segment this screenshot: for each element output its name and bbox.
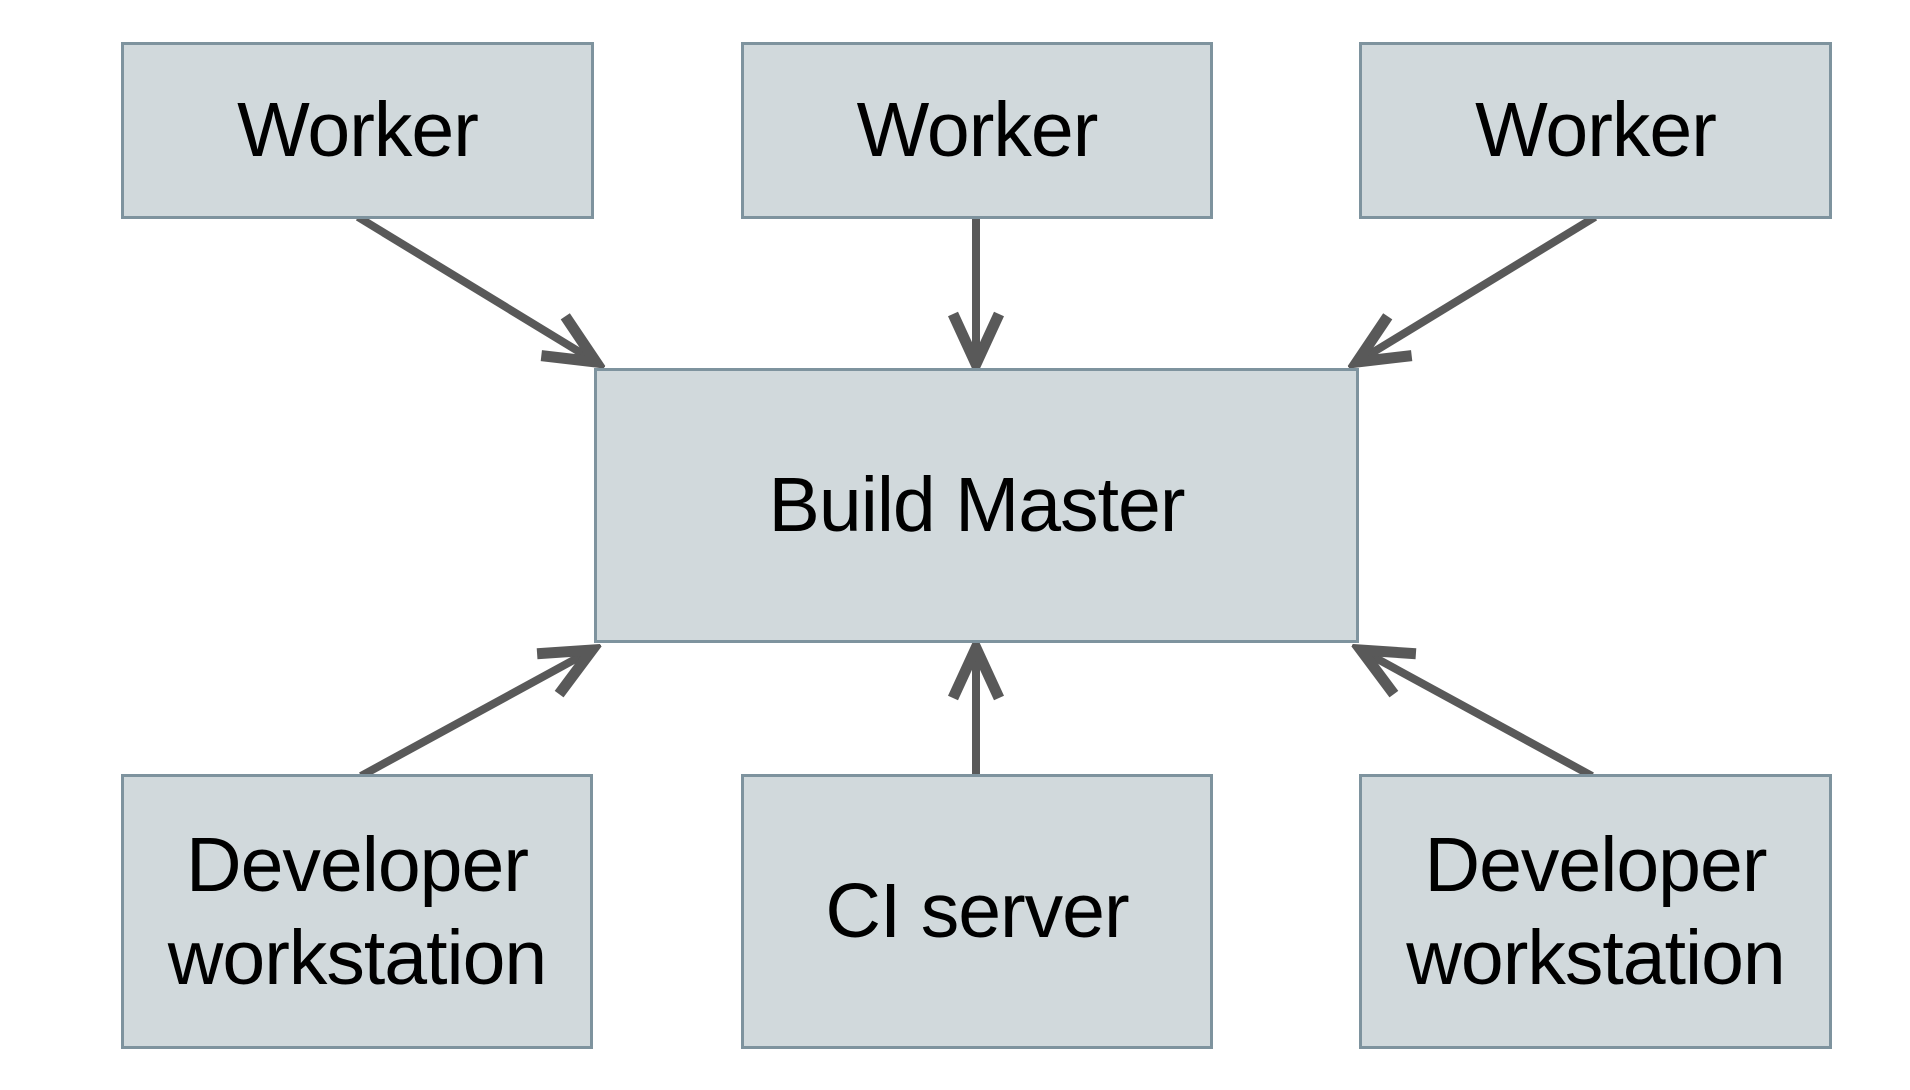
worker-1-node: Worker [121, 42, 594, 219]
ci-server-label: CI server [825, 868, 1129, 955]
arrow-devws2-to-build-master [1361, 650, 1594, 780]
build-master-node: Build Master [594, 368, 1359, 643]
developer-workstation-2-label: Developer workstation [1406, 822, 1785, 1001]
worker-1-label: Worker [237, 87, 479, 174]
developer-workstation-1-node: Developer workstation [121, 774, 593, 1049]
arrow-devws1-to-build-master [359, 650, 592, 780]
arrow-worker3-to-build-master [1357, 213, 1598, 362]
worker-3-node: Worker [1359, 42, 1832, 219]
worker-2-label: Worker [856, 87, 1099, 174]
arrow-worker1-to-build-master [355, 213, 596, 362]
developer-workstation-1-label: Developer workstation [167, 822, 547, 1001]
build-master-label: Build Master [768, 462, 1186, 549]
ci-server-node: CI server [741, 774, 1213, 1049]
worker-3-label: Worker [1475, 87, 1717, 174]
developer-workstation-2-node: Developer workstation [1359, 774, 1832, 1049]
worker-2-node: Worker [741, 42, 1213, 219]
